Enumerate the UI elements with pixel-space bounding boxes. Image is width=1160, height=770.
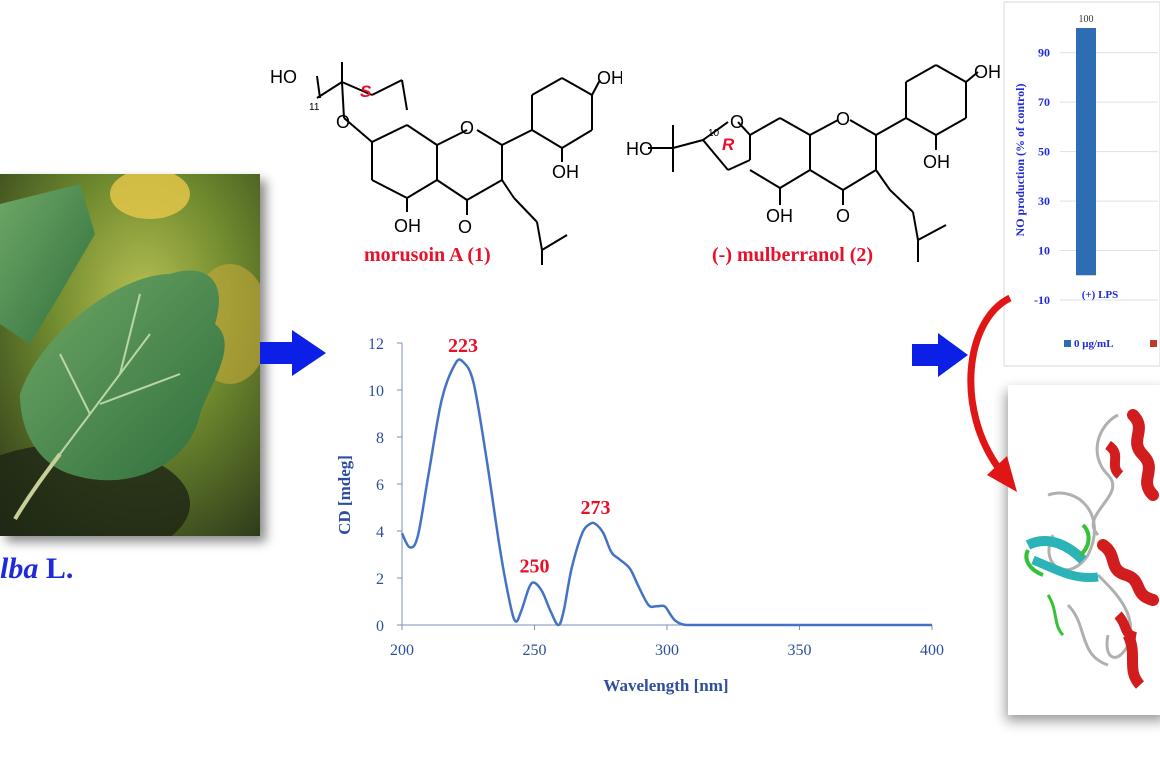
x-tick-label: 400 [920,642,944,659]
x-tick-label: 300 [655,642,679,659]
svg-text:OH: OH [766,206,793,226]
svg-text:O: O [460,118,474,138]
structure-morusoin-a: HO 11 S O O O OH OH OH [270,62,622,265]
protein-structure-image [1008,385,1160,715]
x-tick-label: 200 [390,642,414,659]
y-tick-label: 12 [368,336,384,353]
compound-2-name: (-) mulberranol (2) [712,244,874,266]
x-tick-label: 350 [788,642,812,659]
no-y-tick-label: 70 [1038,95,1050,109]
no-y-tick-label: 50 [1038,145,1050,159]
curved-arrow-icon [967,294,1017,492]
peak-label: 250 [520,556,550,578]
y-tick-label: 6 [376,477,384,494]
svg-text:OH: OH [923,152,950,172]
svg-text:O: O [836,109,850,129]
legend-swatch [1064,340,1071,347]
svg-text:O: O [336,112,350,132]
structure-mulberranol: HO 10 R O O O OH OH OH [626,62,1001,262]
legend-swatch-partial [1150,340,1157,347]
svg-text:O: O [836,206,850,226]
svg-text:O: O [730,112,744,132]
cd-curve [400,358,932,627]
compound-1-name: morusoin A (1) [364,244,491,266]
no-y-axis-title: NO production (% of control) [1013,84,1027,237]
svg-text:OH: OH [597,68,622,88]
svg-text:OH: OH [394,216,421,236]
y-tick-label: 2 [376,571,384,588]
y-axis-title: CD [mdeg] [335,455,354,535]
x-axis-title: Wavelength [nm] [603,676,728,695]
bar [1076,28,1096,276]
no-y-tick-label: 90 [1038,46,1050,60]
species-label: lba L. [0,552,74,585]
no-y-tick-label: -10 [1034,293,1050,307]
svg-text:O: O [458,217,472,237]
peak-label: 273 [580,497,610,519]
svg-text:OH: OH [974,62,1001,82]
no-y-tick-label: 30 [1038,194,1050,208]
svg-text:OH: OH [552,162,579,182]
no-y-tick-label: 10 [1038,244,1050,258]
y-tick-label: 10 [368,383,384,400]
mulberry-leaf-photo [0,174,260,536]
svg-text:10: 10 [708,128,720,139]
arrow-right-icon [260,330,326,376]
y-tick-label: 8 [376,430,384,447]
svg-text:HO: HO [626,139,653,159]
svg-text:R: R [722,135,735,154]
svg-text:HO: HO [270,67,297,87]
y-tick-label: 4 [376,524,384,541]
svg-text:11: 11 [309,102,320,113]
cd-spectrum-chart: 200 250 300 350 400 0 2 4 6 8 10 12 223 250 273 Wave… [335,335,944,695]
bar-value-label: 100 [1079,14,1094,25]
arrow-right-icon [912,333,968,377]
legend-label: 0 μg/mL [1074,338,1114,350]
peak-label: 223 [448,335,478,357]
svg-text:S: S [360,82,372,101]
no-production-chart: -10 10 30 50 70 90 100 NO production (% of co… [1003,1,1160,367]
y-tick-label: 0 [376,618,384,635]
x-tick-label: 250 [523,642,547,659]
no-category-label: (+) LPS [1082,289,1119,301]
